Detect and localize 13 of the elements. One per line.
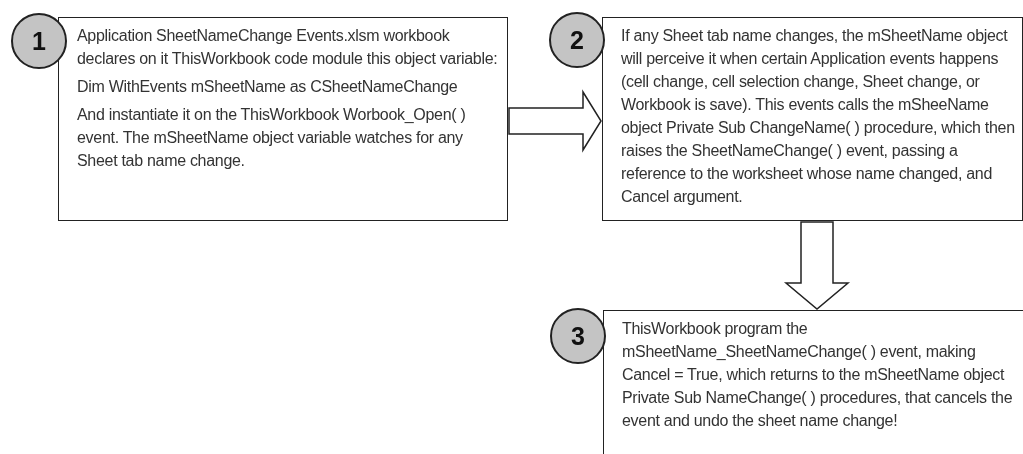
step-number-circle: 3: [550, 308, 606, 364]
step-text: Dim WithEvents mSheetName as CSheetNameChange: [77, 77, 459, 97]
step-number-circle: 1: [11, 13, 67, 69]
block-arrow: [508, 89, 602, 153]
step-text: And instantiate it on the ThisWorkbook Worbook_Open( ) event. The mSheetName object variable watches for any Sheet tab name change.: [77, 105, 467, 171]
step-text: ThisWorkbook program the mSheetName_SheetNameChange( ) event, making Cancel = True, which returns to the mSheetName object Private Sub NameChange( ) procedures, that cancels the event and undo the sheet name change!: [622, 319, 1014, 431]
step-box: [58, 17, 508, 221]
step-box: [603, 310, 1023, 454]
step-text: Application SheetNameChange Events.xlsm workbook declares on it ThisWorkbook code module this object variable:: [77, 26, 499, 69]
step-number-circle: 2: [549, 12, 605, 68]
step-box: [602, 17, 1023, 221]
step-text: If any Sheet tab name changes, the mSheetName object will perceive it when certain Application events happens (cell change, cell selection change, Sheet change, or Workbook is save). This events calls the mSheeName object Private Sub ChangeName( ) procedure, which then raises the SheetNameChange( ) event, passing a reference to the worksheet whose name changed, and Cancel argument.: [621, 26, 1016, 207]
block-arrow: [783, 221, 851, 310]
